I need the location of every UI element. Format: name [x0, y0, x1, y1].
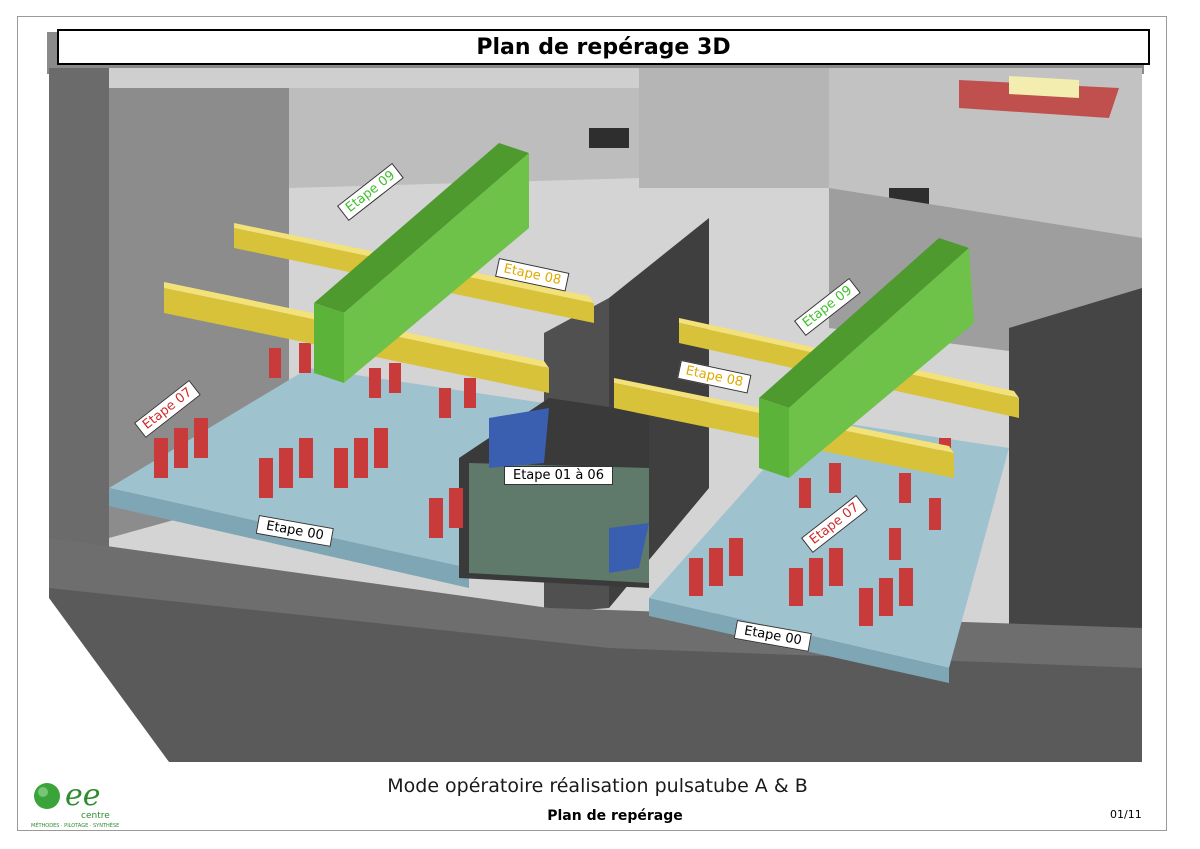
3d-drawing: Etape 09 Etape 08 Etape 07 Etape 00 Etap…: [49, 68, 1142, 762]
page-frame: [17, 16, 1167, 831]
page-title: Plan de repérage 3D: [57, 29, 1150, 65]
logo-tagline: MÉTHODES · PILOTAGE · SYNTHÈSE: [31, 823, 120, 829]
3d-assembly-illustration: [49, 68, 1142, 762]
svg-text:centre: centre: [81, 811, 110, 821]
document-title: Mode opératoire réalisation pulsatube A …: [387, 775, 808, 797]
company-logo: ee centre: [31, 776, 121, 832]
svg-text:ee: ee: [65, 778, 101, 813]
label-etape01-06: Etape 01 à 06: [504, 466, 613, 485]
document-subtitle: Plan de repérage: [547, 808, 683, 824]
page-number: 01/11: [1110, 808, 1142, 821]
logo-mark-icon: ee centre: [34, 778, 110, 821]
